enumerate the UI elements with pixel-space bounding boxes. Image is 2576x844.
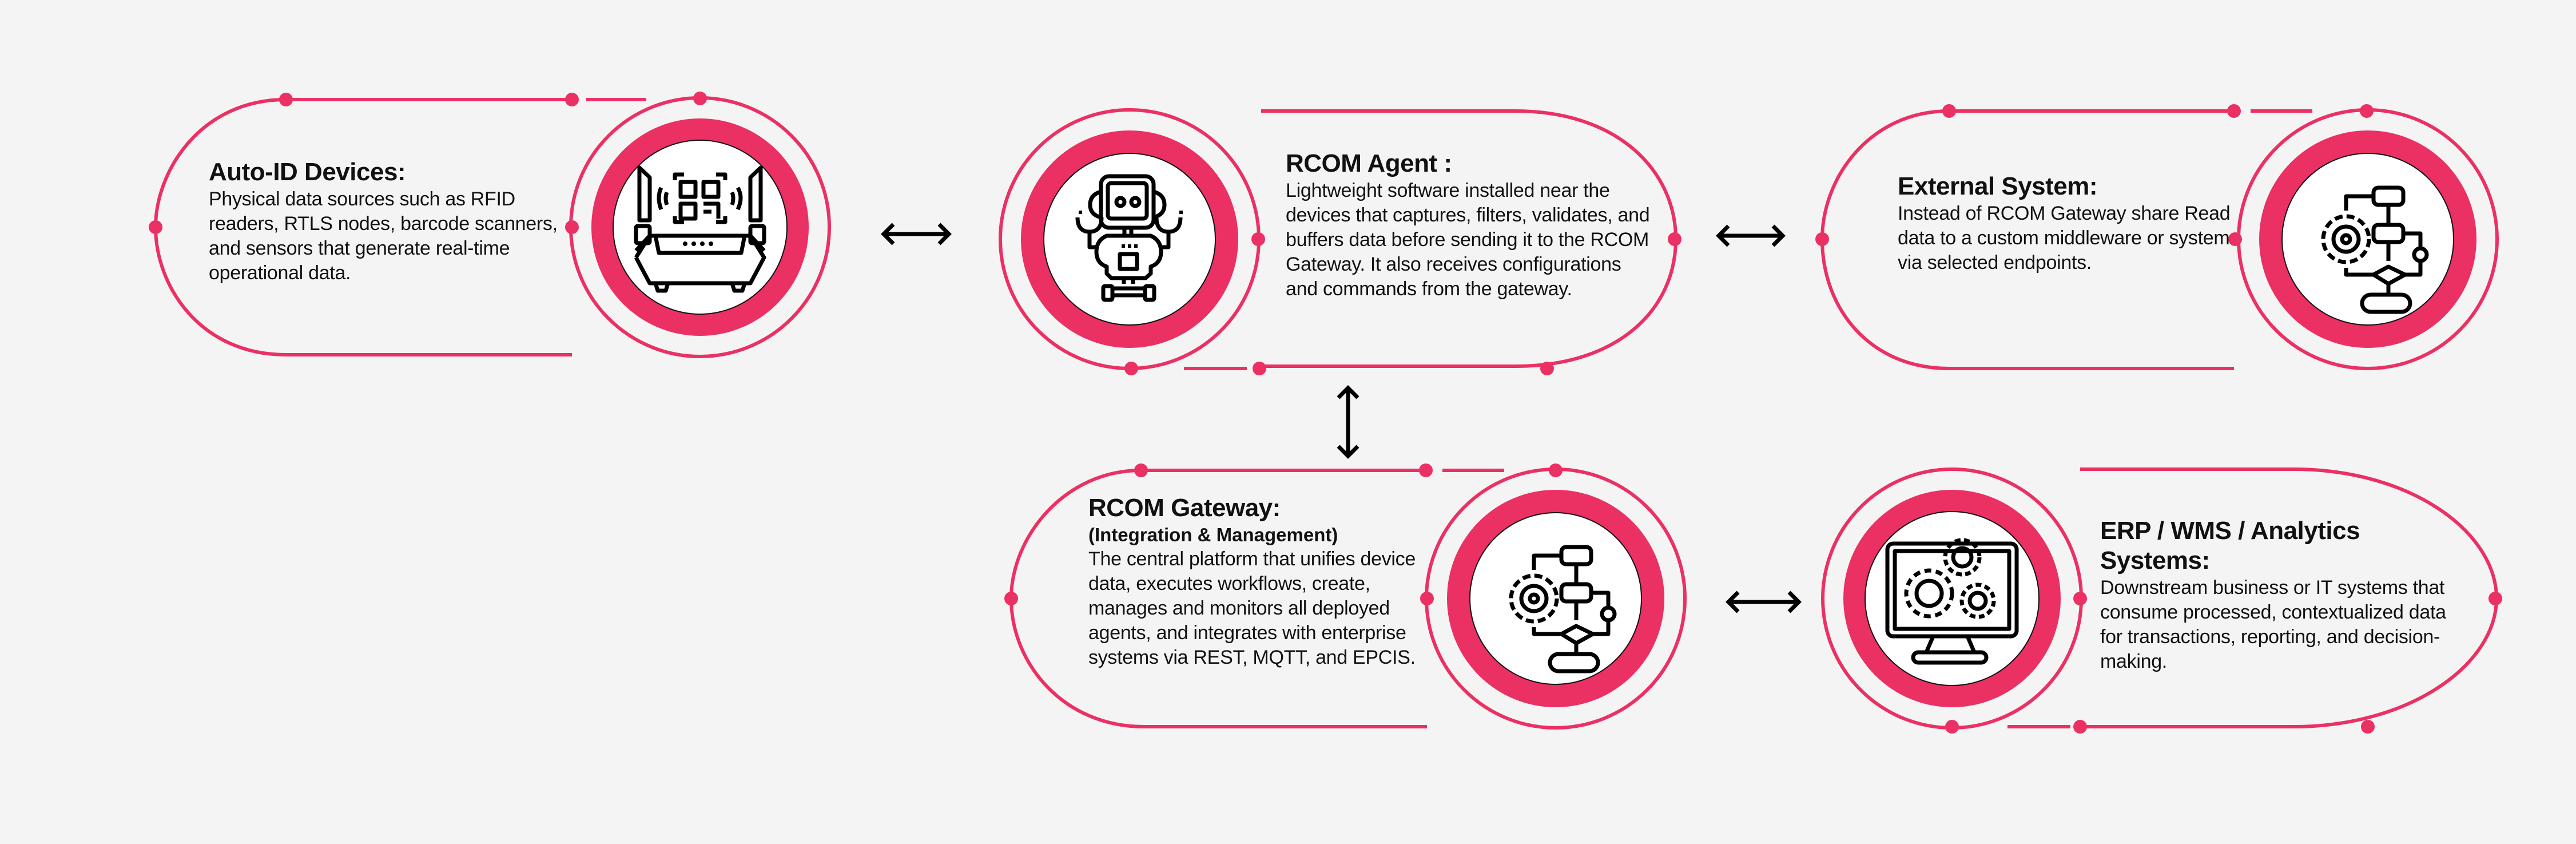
frame-dots [1815, 104, 2374, 246]
bidirectional-arrow-icon [1716, 224, 1786, 247]
rfid-dots [683, 241, 713, 246]
bidirectional-arrow-icon [881, 223, 952, 245]
node-description: Lightweight software installed near the … [1286, 180, 1650, 300]
frame-dots [1124, 232, 1681, 375]
node-title: External System: [1898, 172, 2098, 200]
rfid-reader-qr-icon [634, 165, 766, 293]
frame-dots [1945, 592, 2502, 734]
node-rcom-gateway-text: RCOM Gateway: (Integration & Management)… [1088, 493, 1432, 670]
node-description: The central platform that unifies device… [1088, 548, 1416, 668]
node-rcom-agent [999, 108, 1681, 375]
frame-dots [1004, 463, 1563, 605]
node-erp-wms-text: ERP / WMS / Analytics Systems: Downstrea… [2100, 516, 2466, 674]
node-title: Auto-ID Devices: [209, 158, 406, 186]
node-rcom-agent-text: RCOM Agent : Lightweight software instal… [1286, 149, 1652, 302]
bidirectional-arrow-icon [1337, 385, 1359, 459]
monitor-gears-icon [1885, 538, 2019, 665]
node-title: ERP / WMS / Analytics Systems: [2100, 517, 2360, 574]
node-auto-id-text: Auto-ID Devices: Physical data sources s… [209, 157, 569, 286]
node-external-system [1815, 104, 2499, 370]
icon-disc [1043, 153, 1216, 326]
robot-dots [1079, 211, 1183, 248]
node-title: RCOM Gateway: [1088, 494, 1281, 522]
node-description: Instead of RCOM Gateway share Read data … [1898, 203, 2231, 274]
frame-dots [149, 92, 707, 234]
node-subtitle: (Integration & Management) [1088, 524, 1338, 545]
node-description: Physical data sources such as RFID reade… [209, 188, 558, 284]
connection-arrows [881, 223, 1802, 613]
node-external-system-text: External System: Instead of RCOM Gateway… [1898, 172, 2241, 275]
icon-disc [613, 140, 788, 315]
bidirectional-arrow-icon [1726, 591, 1802, 613]
node-title: RCOM Agent : [1286, 149, 1452, 177]
node-auto-id [149, 92, 831, 358]
robot-icon [1075, 174, 1183, 302]
node-description: Downstream business or IT systems that c… [2100, 577, 2446, 672]
node-erp-wms [1821, 467, 2502, 734]
node-rcom-gateway [1004, 463, 1687, 730]
